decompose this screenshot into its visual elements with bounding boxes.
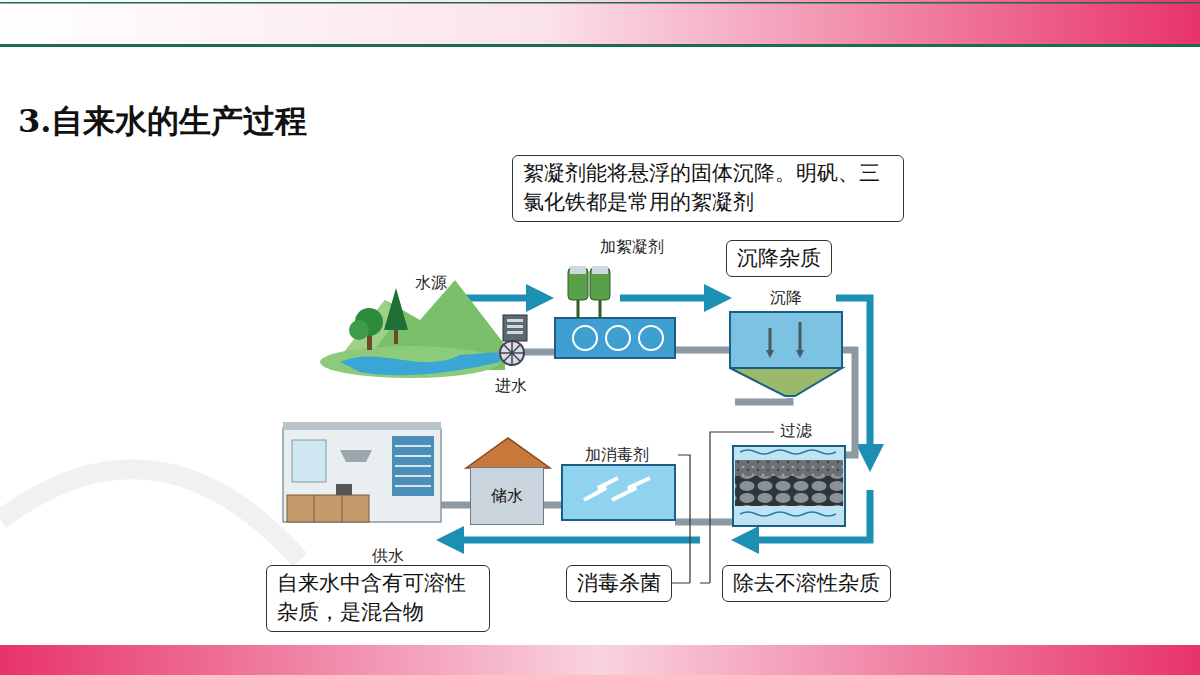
node-text: 消毒杀菌 (577, 569, 661, 598)
storage-tank: 储水 (470, 467, 544, 525)
step-label: 加消毒剂 (585, 445, 649, 466)
step-label: 沉降 (770, 288, 802, 309)
note-callout: 除去不溶性杂质 (722, 565, 891, 602)
note-callout: 絮凝剂能将悬浮的固体沉降。明矾、三氯化铁都是常用的絮凝剂 (512, 155, 904, 222)
note-callout: 沉降杂质 (726, 240, 832, 277)
step-label: 加絮凝剂 (600, 237, 664, 258)
source-label: 水源 (415, 273, 447, 294)
step-label: 过滤 (780, 421, 812, 442)
node-text: 储水 (491, 486, 523, 507)
node-text: 絮凝剂能将悬浮的固体沉降。明矾、三氯化铁都是常用的絮凝剂 (523, 159, 893, 218)
note-callout: 消毒杀菌 (566, 565, 672, 602)
slide-title: 3.自来水的生产过程 (18, 100, 307, 144)
step-label: 进水 (495, 376, 527, 397)
node-text: 自来水中含有可溶性杂质，是混合物 (277, 569, 479, 628)
step-label: 供水 (372, 546, 404, 567)
node-text: 沉降杂质 (737, 244, 821, 273)
note-callout: 自来水中含有可溶性杂质，是混合物 (266, 565, 490, 632)
node-text: 除去不溶性杂质 (733, 569, 880, 598)
